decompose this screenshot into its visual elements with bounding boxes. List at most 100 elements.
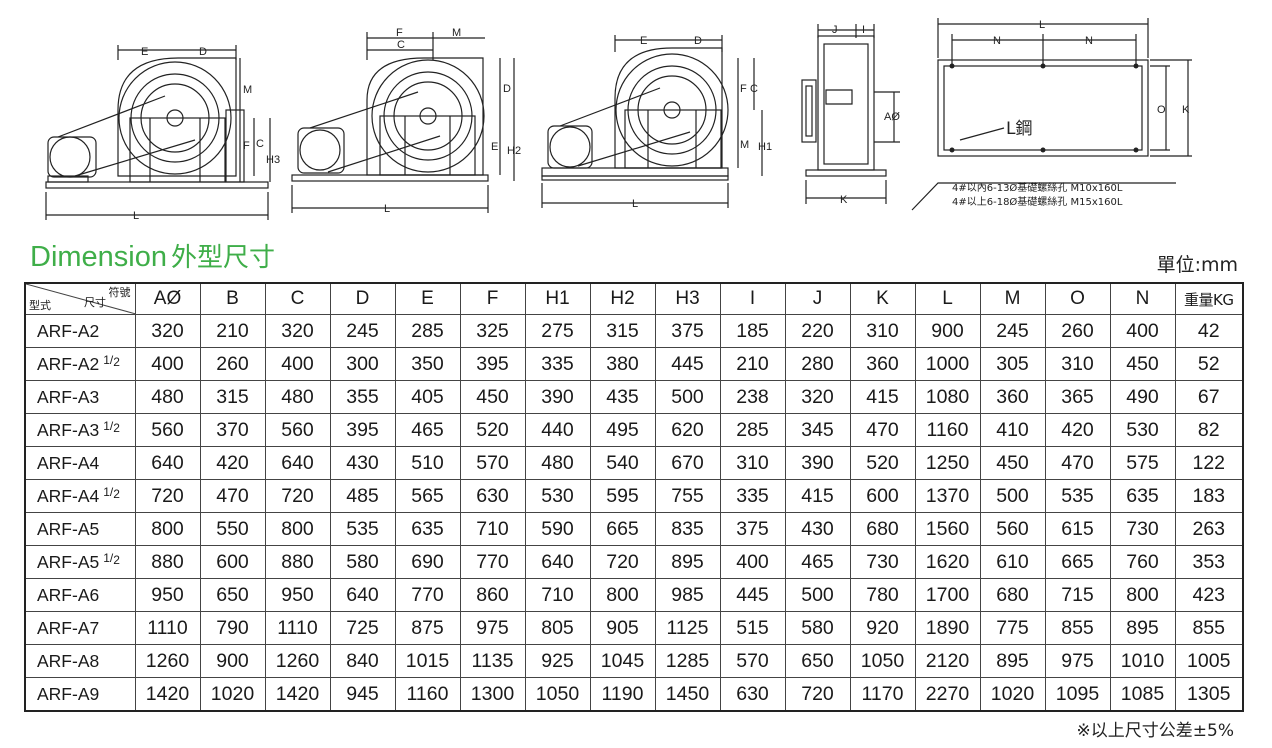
value-cell: 920 <box>849 611 916 645</box>
value-cell: 670 <box>654 446 721 480</box>
column-header: H2 <box>589 282 656 315</box>
model-name: ARF-A4 <box>37 485 100 506</box>
half-denominator: 2 <box>113 486 120 501</box>
column-header: AØ <box>134 282 201 315</box>
value-cell: 530 <box>524 479 591 513</box>
value-cell: 470 <box>849 413 916 447</box>
svg-text:F: F <box>396 27 403 39</box>
model-name: ARF-A3 <box>37 419 100 440</box>
value-cell: 725 <box>329 611 396 645</box>
value-cell: 1000 <box>914 347 981 381</box>
value-cell: 395 <box>329 413 396 447</box>
value-cell: 535 <box>329 512 396 546</box>
value-cell: 640 <box>134 446 201 480</box>
model-name: ARF-A6 <box>37 584 100 605</box>
svg-text:L: L <box>384 203 390 215</box>
value-cell: 1135 <box>459 644 526 678</box>
value-cell: 450 <box>1109 347 1176 381</box>
value-cell: 1010 <box>1109 644 1176 678</box>
value-cell: 415 <box>784 479 851 513</box>
value-cell: 263 <box>1174 512 1244 546</box>
value-cell: 975 <box>459 611 526 645</box>
svg-text:E: E <box>491 141 498 153</box>
value-cell: 365 <box>1044 380 1111 414</box>
side-view-drawing <box>801 24 900 204</box>
value-cell: 285 <box>394 314 461 348</box>
half-numerator: 1 <box>103 352 110 367</box>
value-cell: 570 <box>719 644 786 678</box>
value-cell: 500 <box>979 479 1046 513</box>
value-cell: 800 <box>589 578 656 612</box>
value-cell: 360 <box>849 347 916 381</box>
column-header: K <box>849 282 916 315</box>
base-frame-drawing <box>911 18 1192 211</box>
value-cell: 805 <box>524 611 591 645</box>
value-cell: 560 <box>264 413 331 447</box>
value-cell: 320 <box>264 314 331 348</box>
value-cell: 220 <box>784 314 851 348</box>
svg-text:M: M <box>452 27 461 39</box>
value-cell: 500 <box>654 380 721 414</box>
svg-text:K: K <box>1182 104 1190 116</box>
value-cell: 400 <box>264 347 331 381</box>
column-header: M <box>979 282 1046 315</box>
value-cell: 305 <box>979 347 1046 381</box>
svg-text:H3: H3 <box>266 154 280 166</box>
value-cell: 950 <box>134 578 201 612</box>
value-cell: 300 <box>329 347 396 381</box>
value-cell: 485 <box>329 479 396 513</box>
value-cell: 1420 <box>264 677 331 712</box>
value-cell: 840 <box>329 644 396 678</box>
value-cell: 400 <box>719 545 786 579</box>
value-cell: 430 <box>329 446 396 480</box>
value-cell: 315 <box>199 380 266 414</box>
value-cell: 325 <box>459 314 526 348</box>
value-cell: 470 <box>1044 446 1111 480</box>
svg-text:I: I <box>862 24 865 36</box>
model-cell: ARF-A2 <box>24 314 136 348</box>
model-name: ARF-A7 <box>37 617 100 638</box>
svg-text:E: E <box>141 46 148 58</box>
model-cell: ARF-A3 <box>24 380 136 414</box>
value-cell: 183 <box>1174 479 1244 513</box>
model-name: ARF-A9 <box>37 683 100 704</box>
value-cell: 880 <box>264 545 331 579</box>
svg-text:C: C <box>256 138 264 150</box>
column-header: J <box>784 282 851 315</box>
column-header: I <box>719 282 786 315</box>
value-cell: 560 <box>979 512 1046 546</box>
fan-drawing-3 <box>541 35 763 208</box>
half-numerator: 1 <box>103 418 110 433</box>
value-cell: 860 <box>459 578 526 612</box>
value-cell: 715 <box>1044 578 1111 612</box>
corner-symbol-label: 符號 <box>108 286 131 299</box>
column-header: E <box>394 282 461 315</box>
svg-text:D: D <box>199 46 207 58</box>
column-header: H3 <box>654 282 721 315</box>
model-cell: ARF-A4 <box>24 446 136 480</box>
value-cell: 280 <box>784 347 851 381</box>
model-cell: ARF-A7 <box>24 611 136 645</box>
value-cell: 405 <box>394 380 461 414</box>
value-cell: 238 <box>719 380 786 414</box>
value-cell: 185 <box>719 314 786 348</box>
value-cell: 1890 <box>914 611 981 645</box>
value-cell: 945 <box>329 677 396 712</box>
column-header: D <box>329 282 396 315</box>
value-cell: 630 <box>719 677 786 712</box>
value-cell: 775 <box>979 611 1046 645</box>
value-cell: 1250 <box>914 446 981 480</box>
corner-type-label: 型式 <box>29 299 51 312</box>
value-cell: 680 <box>979 578 1046 612</box>
value-cell: 760 <box>1109 545 1176 579</box>
svg-text:D: D <box>694 35 702 47</box>
value-cell: 515 <box>719 611 786 645</box>
value-cell: 440 <box>524 413 591 447</box>
value-cell: 635 <box>394 512 461 546</box>
value-cell: 755 <box>654 479 721 513</box>
